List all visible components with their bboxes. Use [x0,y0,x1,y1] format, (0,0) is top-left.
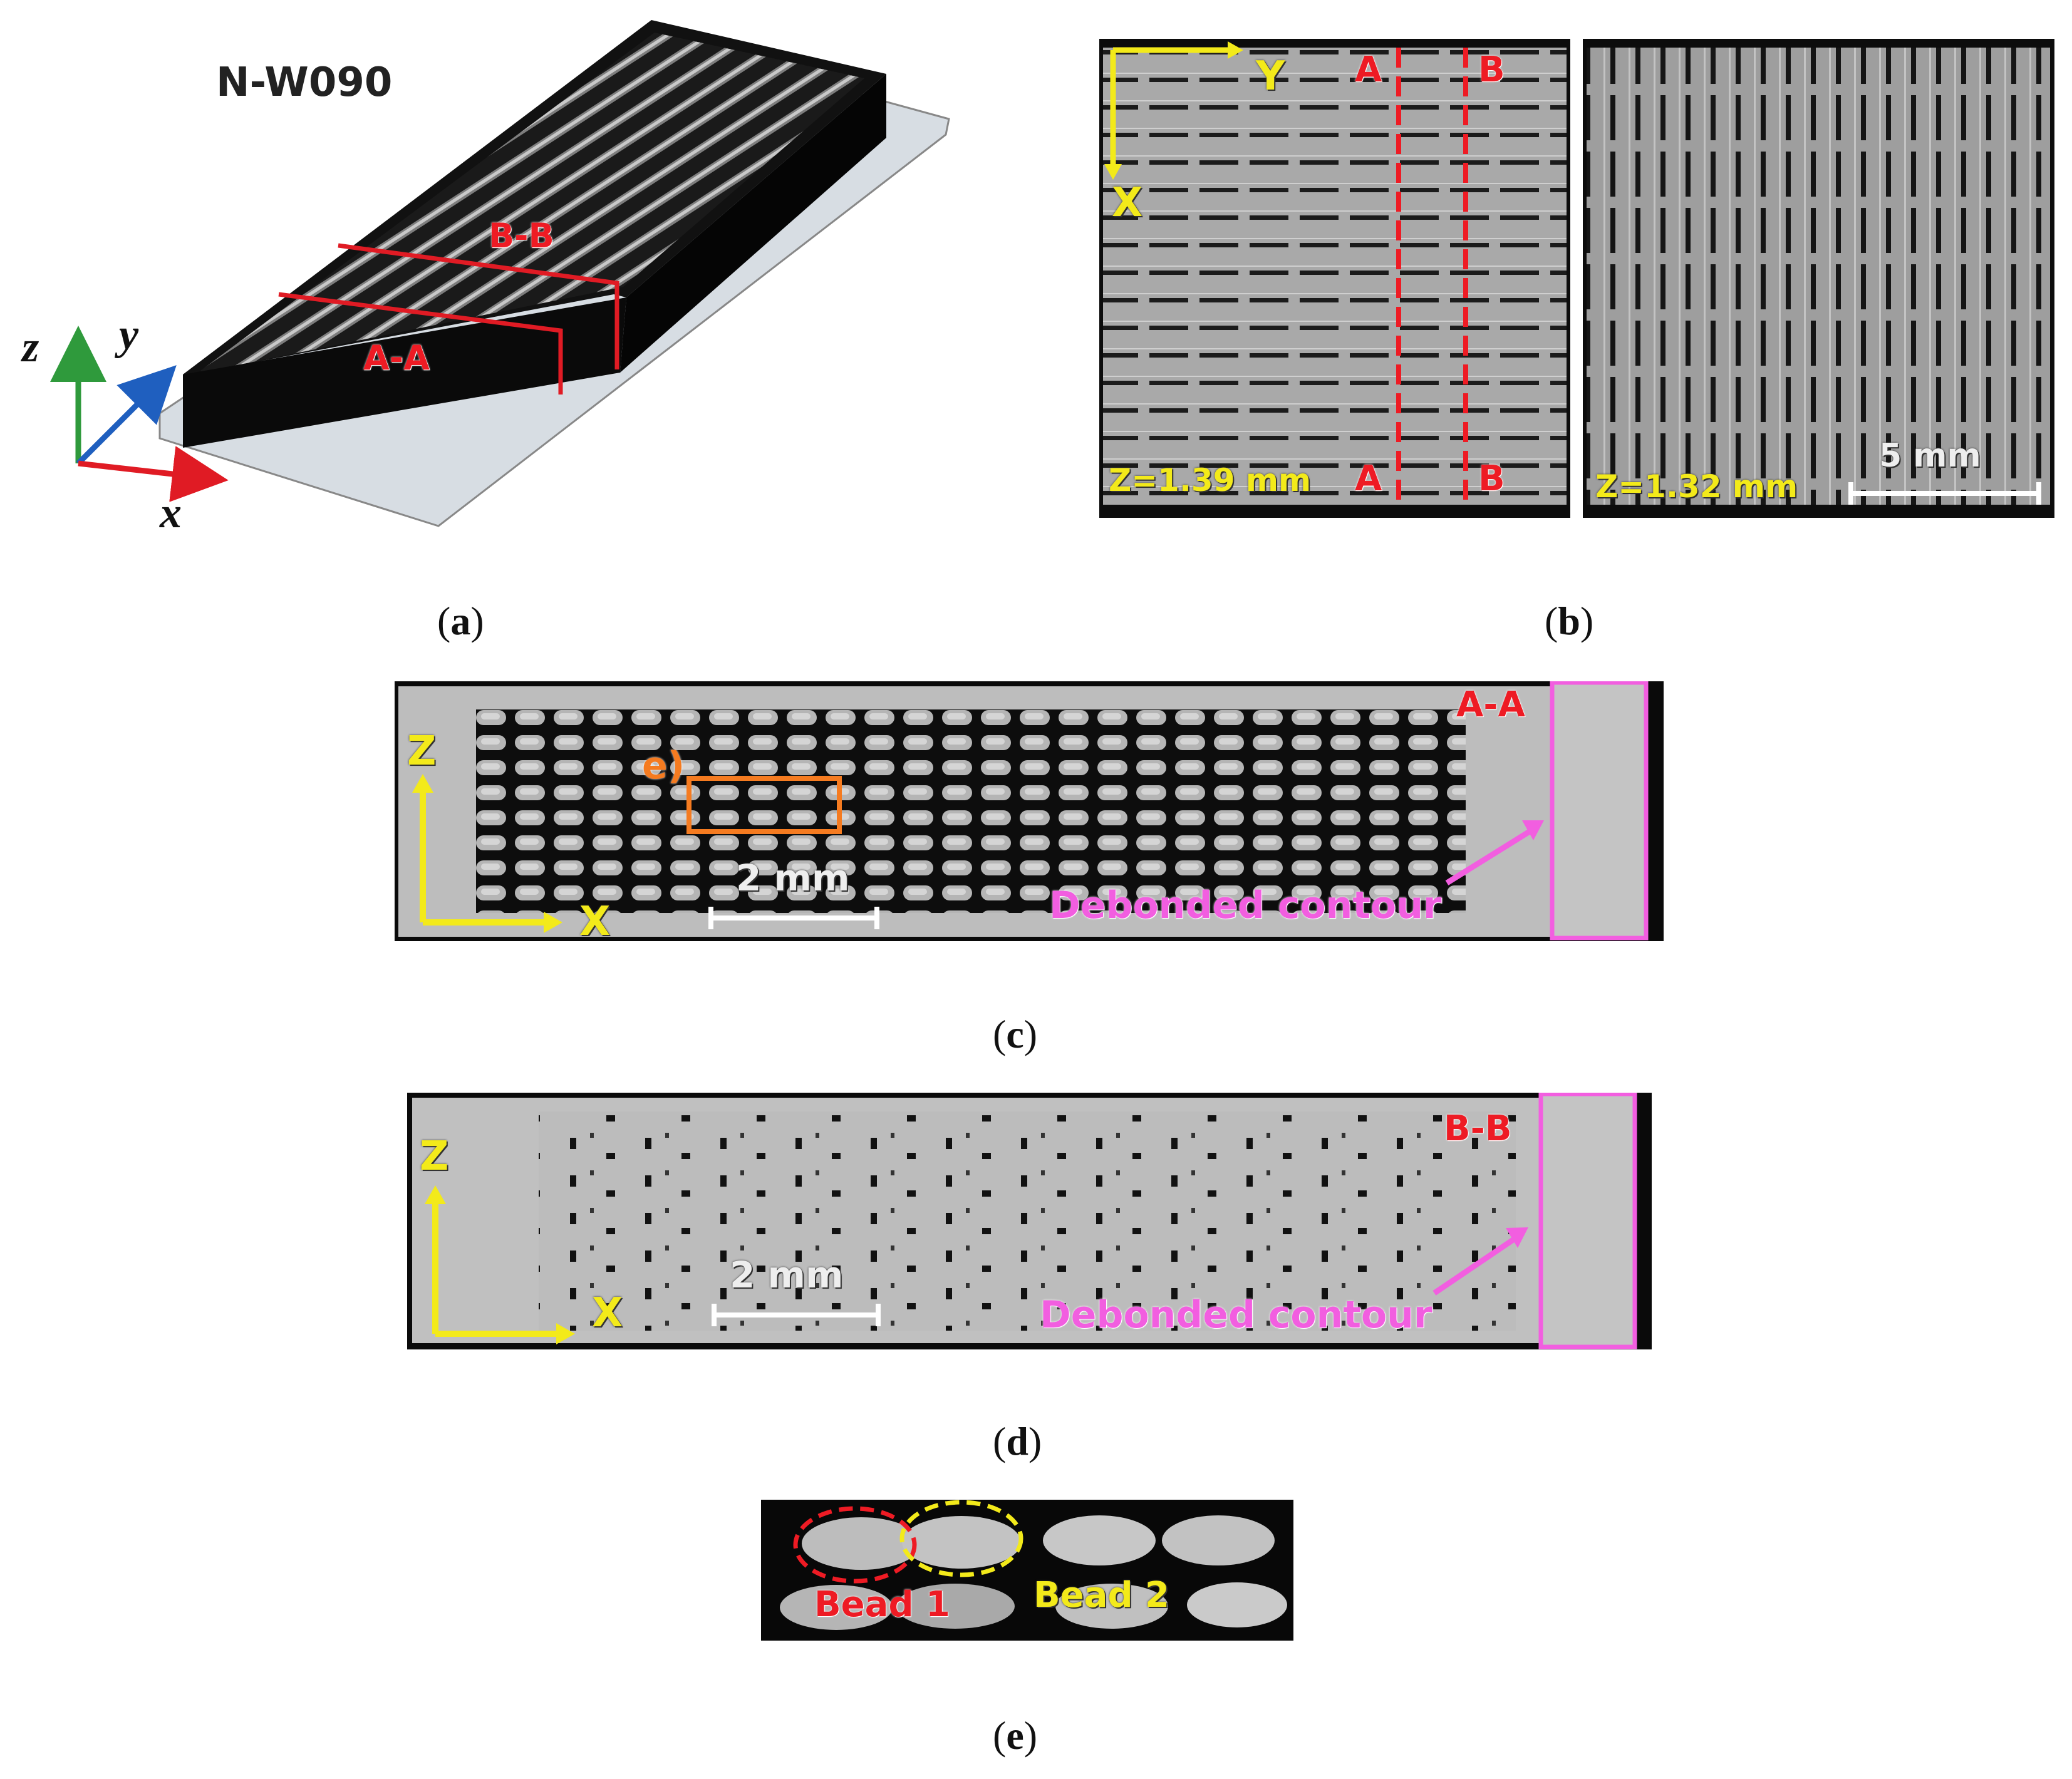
axis-label-z: Z [407,728,437,775]
panel-e: Bead 1 Bead 2 [761,1500,1293,1641]
y-axis-arrow [76,365,177,466]
debonded-contour-label: Debonded contour [1040,1293,1432,1337]
panel-e-bead-detail [761,1500,1293,1641]
block-right-face [620,74,886,373]
porous-infill-region [539,1111,1516,1331]
scale-bar-label: 2 mm [730,1254,844,1296]
axis-label-y: Y [1256,53,1285,100]
caption-b: (b) [1545,599,1594,643]
caption-c: (c) [993,1012,1038,1056]
z-height-right: Z=1.32 mm [1595,468,1798,505]
marker-b-bottom: B [1478,458,1505,499]
inset-reference-e: e) [642,744,685,788]
axis-label-x: X [1112,180,1143,226]
scale-bar-2mm-c [708,907,879,929]
section-label-a: A-A [363,338,430,378]
panel-b-ct-slices [1099,39,2054,518]
bead-2-top [902,1516,1021,1569]
scale-bar-label: 2 mm [736,857,850,899]
marker-b-top: B [1478,49,1505,90]
panel-d: B-B Z X 2 mm Debonded contour [407,1093,1652,1349]
marker-a-bottom: A [1355,458,1382,499]
bead-1-top [802,1517,921,1570]
debonded-contour-box [1538,1093,1637,1349]
axis-label-z: Z [420,1133,449,1180]
x-axis-arrow [78,446,229,502]
bead-2-label: Bead 2 [1033,1575,1169,1616]
infill-region [476,709,1466,913]
section-label-a-a: A-A [1456,684,1525,725]
debonded-contour-label: Debonded contour [1049,884,1442,927]
section-line-a [278,292,563,394]
section-label-b: B-B [489,216,554,255]
z-height-left: Z=1.39 mm [1109,462,1312,498]
axis-label-x: X [579,899,611,945]
axis-label-x: x [160,489,182,537]
block-front-face [183,297,626,448]
bead-2-outline [899,1500,1023,1577]
panel-c: A-A e) Z X 2 mm Debonded contour [395,681,1664,945]
panel-b: Y X A B A B Z=1.39 mm Z=1.32 mm 5 mm [1099,39,2054,518]
section-line-b [338,243,619,369]
sample-name: N-W090 [216,59,393,106]
scale-bar-5mm [1848,482,2041,505]
marker-a-top: A [1355,49,1382,90]
caption-a: (a) [437,599,484,643]
caption-d: (d) [993,1419,1042,1463]
bead-1-label: Bead 1 [814,1584,950,1625]
panel-c-cross-section [395,681,1664,941]
scale-bar-2mm-d [712,1304,881,1326]
axis-label-z: z [22,323,39,371]
inset-e-box [686,776,842,834]
debonded-contour-box [1550,681,1649,941]
block-infill-top [200,33,864,373]
panel-a-3d-model [50,20,950,527]
axis-label-x: X [592,1290,623,1336]
axis-label-y: y [119,311,139,359]
caption-e: (e) [993,1713,1038,1758]
panel-d-cross-section [407,1093,1652,1349]
section-label-b-b: B-B [1444,1108,1512,1149]
scale-bar-label: 5 mm [1879,437,1981,475]
panel-a: N-W090 B-B A-A z y x [0,0,977,564]
bead-1-outline [793,1506,917,1584]
